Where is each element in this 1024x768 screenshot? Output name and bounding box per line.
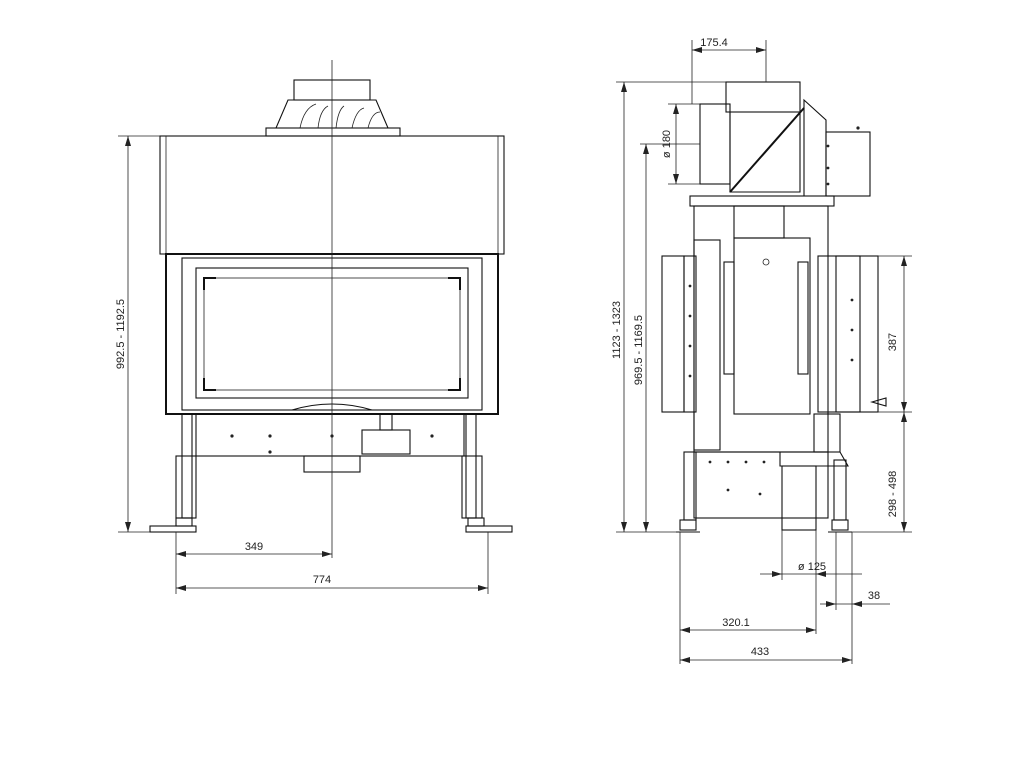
dim-label-298-498: 298 - 498 [887, 471, 899, 517]
dim-label-349: 349 [245, 541, 263, 553]
dim-label-1123-1323: 1123 - 1323 [611, 301, 623, 359]
front-legs [149, 413, 513, 533]
dim-side-air-inlet-distance: 320.1 [679, 532, 816, 664]
front-base-frame [195, 413, 465, 473]
dim-side-overall-height: 1123 - 1323 [611, 81, 726, 533]
side-lower-body [693, 413, 849, 531]
dim-label-320-1: 320.1 [722, 617, 750, 629]
dim-label-387: 387 [887, 333, 899, 351]
side-panels [661, 255, 887, 413]
side-view: 175.4 ø 180 1123 - 1323 969.5 - 1169.5 [611, 37, 912, 664]
dim-side-flue-offset-top: 175.4 [691, 37, 767, 104]
dim-label-969-5-1169-5: 969.5 - 1169.5 [633, 315, 645, 385]
dim-label-774: 774 [313, 574, 331, 586]
dim-front-flue-offset: 349 [175, 532, 332, 594]
dim-side-air-inlet-diameter: ø 125 [760, 530, 862, 634]
dim-label-diam-125: ø 125 [798, 561, 826, 573]
dim-label-height-range: 992.5 - 1192.5 [115, 299, 127, 369]
dim-label-433: 433 [751, 646, 769, 658]
dim-label-38: 38 [868, 590, 880, 602]
dim-side-leg-height: 298 - 498 [852, 412, 912, 533]
dim-side-flue-height: 969.5 - 1169.5 [633, 143, 700, 532]
dim-side-air-inlet-offset: 38 [820, 532, 890, 664]
side-legs [676, 451, 852, 533]
dim-front-height: 992.5 - 1192.5 [115, 135, 160, 533]
front-view: 992.5 - 1192.5 349 774 [115, 60, 513, 594]
front-flue-collar [265, 79, 401, 137]
dim-front-width: 774 [176, 532, 489, 594]
dim-side-panel-height: 387 [878, 255, 912, 413]
dim-label-175-4: 175.4 [700, 37, 728, 49]
dim-side-total-depth: 433 [680, 646, 852, 663]
side-body [689, 195, 835, 453]
side-flue-elbow [699, 81, 871, 197]
